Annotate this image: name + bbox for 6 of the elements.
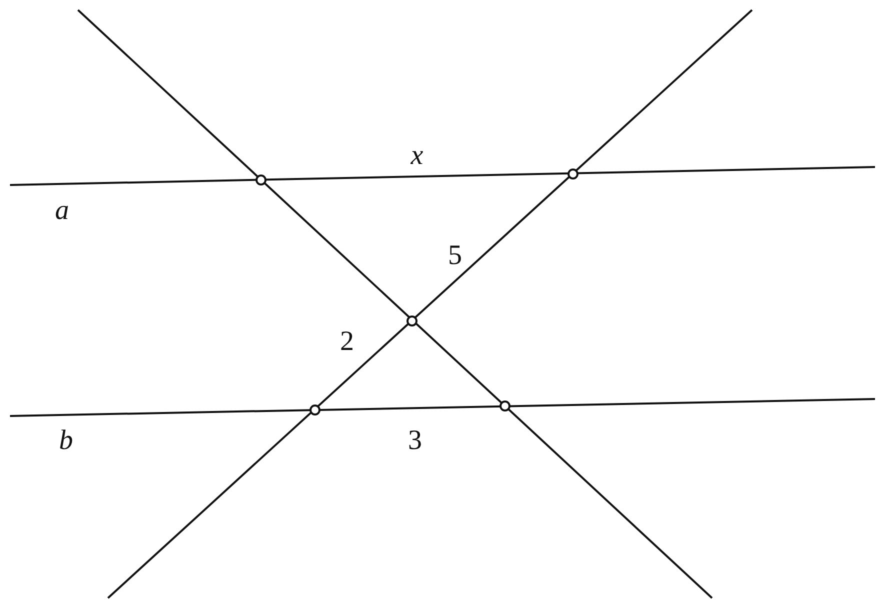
segment-length: 3: [408, 427, 422, 455]
line-label: b: [59, 427, 73, 455]
line-label: a: [55, 197, 69, 225]
line-label: x: [410, 142, 424, 170]
segment-length: 2: [340, 328, 354, 356]
segment-length: 5: [448, 242, 462, 270]
